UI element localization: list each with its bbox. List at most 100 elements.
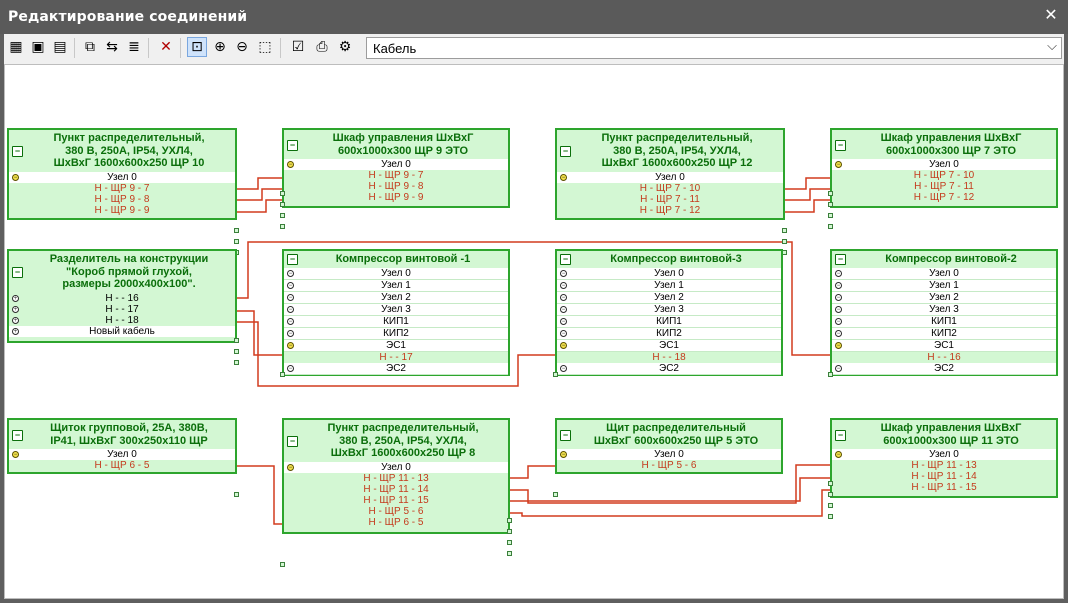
node-row[interactable]: −Узел 3 — [557, 303, 781, 316]
save-button[interactable]: ▣ — [31, 39, 45, 55]
node-row[interactable]: −ЭС1 — [284, 339, 508, 352]
collapse-icon[interactable]: − — [287, 364, 294, 372]
checklist-button[interactable]: ☑ — [291, 39, 305, 55]
node-row[interactable]: −КИП2 — [284, 327, 508, 340]
connection-port[interactable] — [234, 360, 239, 365]
node-point-icon[interactable]: − — [287, 463, 294, 471]
node-point-icon[interactable]: − — [12, 451, 19, 458]
collapse-icon[interactable]: − — [287, 139, 298, 151]
collapse-icon[interactable]: − — [560, 429, 571, 441]
collapse-icon[interactable]: − — [12, 266, 23, 278]
connection-port[interactable] — [828, 202, 833, 207]
node-row[interactable]: −Узел 2 — [284, 291, 508, 304]
zoom-region-button[interactable]: ⬚ — [258, 39, 272, 55]
node-row[interactable]: +Новый кабель — [9, 325, 235, 337]
collapse-icon[interactable]: − — [560, 293, 567, 301]
collapse-icon[interactable]: − — [835, 293, 842, 301]
node-point-icon[interactable]: − — [287, 341, 294, 349]
node-row[interactable]: −ЭС1 — [557, 339, 781, 352]
collapse-icon[interactable]: − — [287, 435, 298, 447]
node-point-icon[interactable]: − — [560, 341, 567, 349]
collapse-icon[interactable]: − — [560, 269, 567, 277]
collapse-icon[interactable]: − — [835, 281, 842, 289]
collapse-icon[interactable]: − — [287, 305, 294, 313]
expand-icon[interactable]: + — [12, 327, 19, 335]
cable-row[interactable]: Н - ЩР 11 - 14 — [832, 471, 1056, 482]
connection-port[interactable] — [828, 213, 833, 218]
collapse-icon[interactable]: − — [560, 329, 567, 337]
equipment-node[interactable]: −Пункт распределительный,380 В, 250А, IP… — [280, 418, 512, 567]
connection-port[interactable] — [782, 239, 787, 244]
expand-icon[interactable]: + — [12, 316, 19, 324]
cable-row[interactable]: Н - ЩР 5 - 6 — [557, 460, 781, 471]
connection-port[interactable] — [234, 239, 239, 244]
node-row[interactable]: −Узел 0 — [9, 449, 235, 460]
cable-row[interactable]: Н - ЩР 9 - 9 — [9, 205, 235, 216]
page-button[interactable]: ▤ — [53, 39, 67, 55]
collapse-icon[interactable]: − — [560, 305, 567, 313]
collapse-icon[interactable]: − — [287, 254, 298, 266]
cable-row[interactable]: Н - ЩР 9 - 7 — [9, 183, 235, 194]
node-row[interactable]: −Узел 0 — [284, 461, 508, 473]
cable-row[interactable]: Н - - 17 — [284, 352, 508, 363]
collapse-icon[interactable]: − — [560, 254, 571, 266]
connection-port[interactable] — [507, 518, 512, 523]
node-row[interactable]: −Узел 0 — [832, 449, 1056, 460]
cable-row[interactable]: Н - ЩР 6 - 5 — [284, 517, 508, 528]
cable-row[interactable]: Н - ЩР 7 - 12 — [832, 192, 1056, 203]
cable-row[interactable]: Н - ЩР 9 - 8 — [9, 194, 235, 205]
collapse-icon[interactable]: − — [287, 293, 294, 301]
cable-row[interactable]: Н - ЩР 7 - 11 — [832, 181, 1056, 192]
node-point-icon[interactable]: − — [835, 341, 842, 349]
node-row[interactable]: −ЭС2 — [284, 362, 508, 375]
node-row[interactable]: −КИП1 — [832, 315, 1056, 328]
connection-port[interactable] — [828, 503, 833, 508]
connection-port[interactable] — [280, 202, 285, 207]
node-row[interactable]: −Узел 0 — [832, 159, 1056, 170]
expand-icon[interactable]: + — [12, 294, 19, 302]
connection-port[interactable] — [280, 224, 285, 229]
node-point-icon[interactable]: − — [835, 161, 842, 168]
collapse-icon[interactable]: − — [835, 429, 846, 441]
cable-row[interactable]: Н - ЩР 9 - 8 — [284, 181, 508, 192]
copy-button[interactable]: ⧉ — [85, 39, 95, 55]
node-row[interactable]: −Узел 0 — [557, 267, 781, 280]
node-row[interactable]: −КИП2 — [832, 327, 1056, 340]
node-row[interactable]: −Узел 0 — [557, 171, 783, 183]
node-point-icon[interactable]: − — [560, 173, 567, 181]
close-icon[interactable]: ✕ — [1044, 5, 1058, 24]
move-button[interactable]: ⇆ — [106, 39, 118, 55]
node-row[interactable]: +Н - - 16 — [9, 293, 235, 304]
collapse-icon[interactable]: − — [560, 317, 567, 325]
connection-port[interactable] — [828, 514, 833, 519]
collapse-icon[interactable]: − — [835, 364, 842, 372]
expand-icon[interactable]: + — [12, 305, 19, 313]
connection-port[interactable] — [553, 372, 558, 377]
collapse-icon[interactable]: − — [835, 305, 842, 313]
cable-row[interactable]: Н - ЩР 7 - 10 — [557, 183, 783, 194]
equipment-node[interactable]: −Компрессор винтовой-2−Узел 0−Узел 1−Узе… — [828, 249, 1058, 377]
connection-port[interactable] — [280, 191, 285, 196]
cable-row[interactable]: Н - ЩР 9 - 9 — [284, 192, 508, 203]
node-row[interactable]: −Узел 0 — [284, 267, 508, 280]
cable-row[interactable]: Н - ЩР 11 - 13 — [284, 473, 508, 484]
cable-row[interactable]: Н - ЩР 7 - 12 — [557, 205, 783, 216]
collapse-icon[interactable]: − — [287, 269, 294, 277]
connection-port[interactable] — [280, 213, 285, 218]
connection-port[interactable] — [507, 540, 512, 545]
connection-port[interactable] — [507, 551, 512, 556]
connection-port[interactable] — [828, 372, 833, 377]
connection-port[interactable] — [782, 228, 787, 233]
equipment-node[interactable]: −Компрессор винтовой-3−Узел 0−Узел 1−Узе… — [553, 249, 783, 377]
connection-port[interactable] — [828, 481, 833, 486]
node-row[interactable]: −Узел 3 — [284, 303, 508, 316]
cable-row[interactable]: Н - ЩР 5 - 6 — [284, 506, 508, 517]
cable-type-select[interactable]: Кабель ⌵ — [366, 37, 1062, 59]
connection-port[interactable] — [828, 224, 833, 229]
cable-row[interactable]: Н - - 18 — [557, 352, 781, 363]
node-point-icon[interactable]: − — [560, 451, 567, 458]
node-row[interactable]: −Узел 2 — [832, 291, 1056, 304]
